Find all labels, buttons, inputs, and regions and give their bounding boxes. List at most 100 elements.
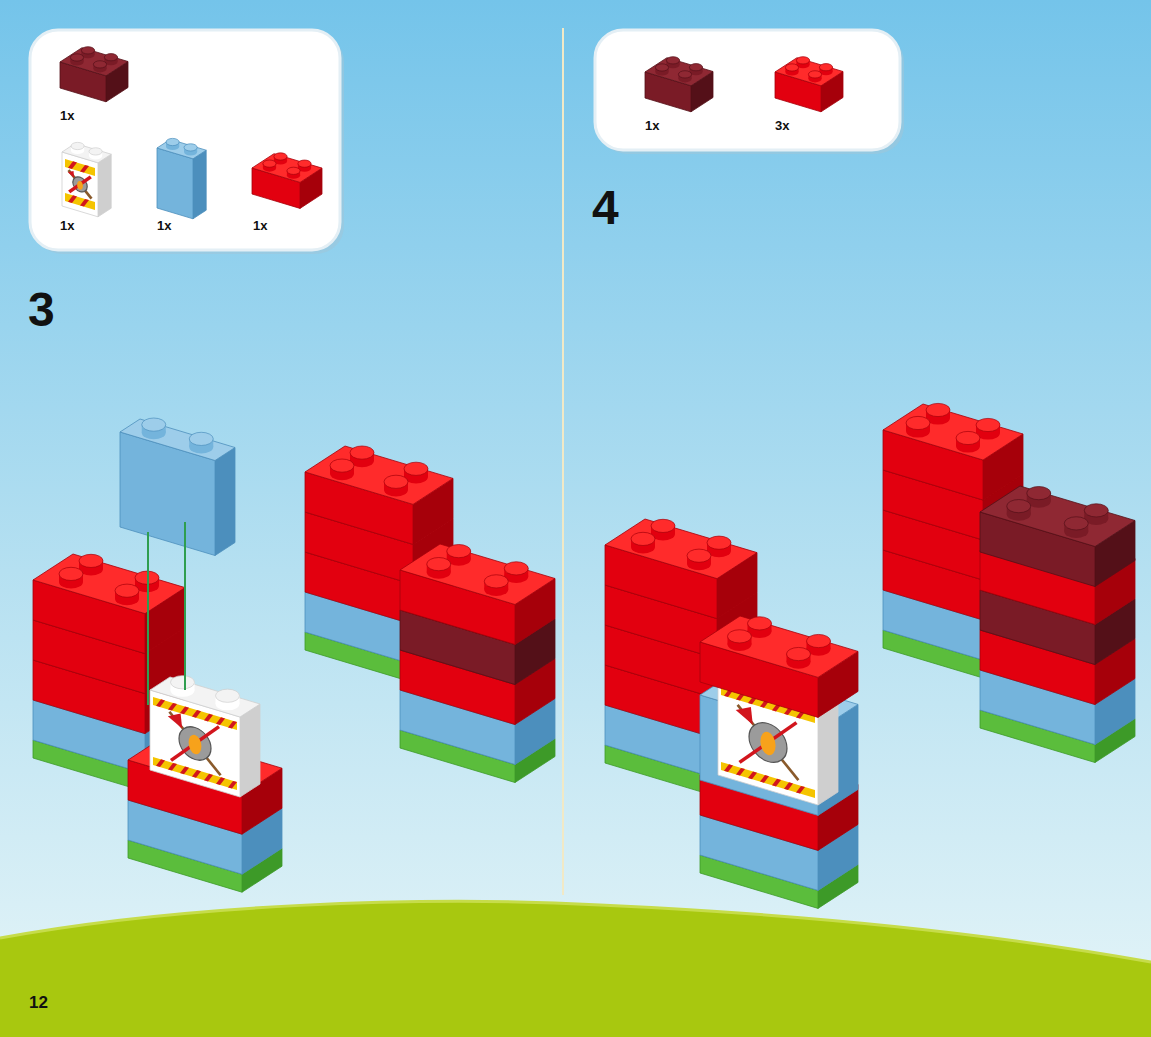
- parts-panel: [595, 30, 900, 150]
- badge: [73, 175, 87, 194]
- step-number: 3: [28, 286, 55, 334]
- stud: [1084, 504, 1108, 517]
- stud: [104, 54, 117, 61]
- stud: [976, 418, 1000, 431]
- hazard-stripe: [736, 766, 745, 777]
- brick-face: [305, 446, 453, 504]
- stud: [384, 475, 408, 488]
- brick-face: [157, 148, 193, 219]
- stud: [748, 617, 772, 630]
- hazard-stripe: [216, 716, 225, 727]
- hill-edge: [0, 901, 1151, 962]
- stud: [787, 647, 811, 660]
- hazard-stripe: [153, 757, 237, 790]
- brick: [157, 138, 206, 218]
- hazard-stripe: [192, 709, 201, 720]
- hazard-stripe: [180, 705, 189, 716]
- brick-face: [240, 704, 260, 797]
- brick-face: [33, 554, 185, 614]
- stud: [678, 71, 691, 78]
- stud: [81, 47, 94, 54]
- brick-face: [98, 154, 111, 217]
- hazard-stripe: [68, 160, 77, 171]
- stud: [79, 554, 103, 567]
- axe-head: [736, 702, 753, 724]
- brick: [150, 676, 260, 797]
- brick: [60, 47, 128, 102]
- brick: [252, 153, 322, 209]
- stud: [631, 532, 655, 545]
- hazard-stripe: [192, 769, 201, 780]
- brick-face: [62, 143, 111, 162]
- hazard-stripe: [168, 761, 177, 772]
- stud: [287, 167, 300, 174]
- hazard-stripe: [156, 698, 165, 709]
- stud: [956, 431, 980, 444]
- stud: [651, 519, 675, 532]
- flame: [77, 180, 83, 190]
- divider: [562, 28, 564, 895]
- parts-panel: 1x1x1x1x: [30, 30, 340, 250]
- part-count: 1x: [645, 119, 659, 132]
- hazard-stripe: [168, 701, 177, 712]
- brick-face: [605, 519, 757, 579]
- stud: [447, 545, 471, 558]
- part-count: 1x: [60, 219, 74, 232]
- brick-face: [700, 616, 858, 677]
- hazard-stripe: [772, 777, 781, 788]
- brick-face: [980, 486, 1135, 547]
- stud: [666, 57, 679, 64]
- stud: [807, 634, 831, 647]
- stud: [796, 57, 809, 64]
- brick-face: [400, 544, 555, 605]
- hazard-stripe: [80, 197, 89, 208]
- badge: [749, 718, 787, 767]
- stud: [298, 160, 311, 167]
- stud: [274, 153, 287, 160]
- hazard-stripe: [748, 770, 757, 781]
- hazard-stripe: [216, 776, 225, 787]
- parts-panel: [30, 30, 340, 250]
- stud: [330, 459, 354, 472]
- brick: [645, 57, 713, 112]
- hazard-stripe: [721, 762, 815, 798]
- stud: [655, 64, 668, 71]
- part-count: 3x: [775, 119, 789, 132]
- brick: [305, 446, 453, 544]
- stud: [350, 446, 374, 459]
- hazard-stripe: [180, 765, 189, 776]
- stud: [71, 142, 84, 149]
- hazard-stripe: [68, 194, 77, 205]
- badge: [179, 723, 211, 765]
- stud: [70, 54, 83, 61]
- placement-guide: [184, 522, 186, 690]
- brick: [33, 554, 185, 654]
- stud: [427, 558, 451, 571]
- brick: [62, 142, 111, 216]
- hazard-stripe: [156, 758, 165, 769]
- stud: [93, 61, 106, 68]
- stud: [166, 138, 179, 145]
- ladder: [68, 170, 91, 199]
- brick-face: [62, 152, 98, 217]
- hazard-stripe: [724, 763, 733, 774]
- hazard-stripe: [228, 719, 237, 730]
- step-number: 4: [592, 184, 619, 232]
- axe-head: [68, 169, 74, 177]
- placement-guide: [147, 532, 149, 705]
- fire-emblem: [65, 159, 95, 210]
- stud: [819, 64, 832, 71]
- brick: [120, 418, 235, 555]
- stud: [689, 64, 702, 71]
- stud: [1027, 487, 1051, 500]
- brick-face: [157, 139, 206, 158]
- brick: [883, 403, 1023, 500]
- brick: [400, 544, 555, 645]
- stud: [785, 64, 798, 71]
- hazard-stripe: [784, 781, 793, 792]
- brick-face: [883, 404, 1023, 460]
- hazard-stripe: [228, 779, 237, 790]
